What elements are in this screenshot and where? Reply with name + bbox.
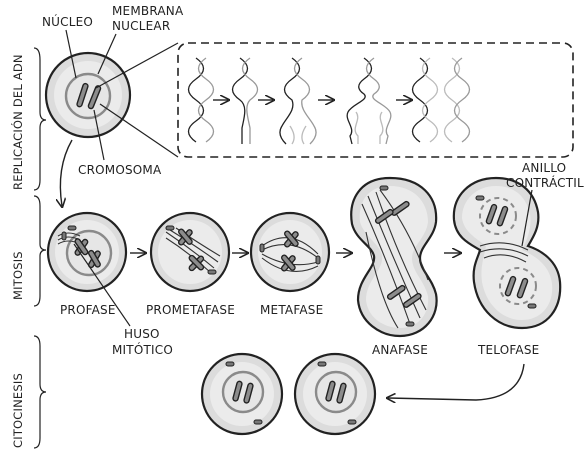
cell-telofase [452, 176, 562, 330]
daughter-cell-1 [200, 352, 284, 436]
label-metafase: METAFASE [260, 303, 323, 317]
cell-metafase [249, 211, 331, 293]
pointer-huso [73, 243, 131, 327]
initial-chromosome [76, 82, 89, 108]
pointer-cromosoma [93, 109, 105, 161]
initial-cell-nucleus [64, 72, 112, 120]
label-anillo-1: ANILLO [522, 161, 566, 175]
dna-helix-4 [346, 57, 392, 145]
cell-prometafase [149, 211, 231, 293]
dna-replication-box [177, 42, 574, 158]
label-huso-1: HUSO [124, 327, 160, 341]
label-telofase: TELOFASE [477, 343, 539, 357]
label-profase: PROFASE [60, 303, 116, 317]
label-prometafase: PROMETAFASE [146, 303, 235, 317]
section-label-replicacion: REPLICACIÓN DEL ADN [10, 54, 25, 190]
label-cromosoma: CROMOSOMA [78, 163, 162, 177]
label-anafase: ANAFASE [372, 343, 428, 357]
dna-helix-5b [443, 57, 471, 143]
label-membrana-2: NUCLEAR [112, 19, 170, 33]
section-replicacion: REPLICACIÓN DEL ADN [10, 47, 47, 191]
cell-profase [46, 211, 128, 293]
section-label-citocinesis: CITOCINESIS [11, 373, 25, 448]
initial-cell [44, 51, 132, 139]
pointer-membrana [97, 33, 117, 75]
bracket-mitosis [33, 195, 47, 307]
label-nucleo: NÚCLEO [42, 14, 93, 29]
dna-helix-3 [279, 57, 317, 145]
label-anillo-2: CONTRÁCTIL [506, 175, 584, 190]
section-citocinesis: CITOCINESIS [11, 335, 47, 449]
label-huso-2: MITÓTICO [112, 342, 173, 357]
section-mitosis: MITOSIS [11, 195, 47, 307]
dna-helix-1 [187, 57, 215, 143]
bracket-citocinesis [33, 335, 47, 449]
section-label-mitosis: MITOSIS [11, 251, 25, 300]
label-membrana-1: MEMBRANA [112, 4, 184, 18]
pointer-nucleo [65, 29, 77, 79]
pointer-anillo [521, 189, 533, 247]
bracket-replicacion [33, 47, 47, 191]
dna-helix-2 [231, 57, 259, 144]
daughter-cell-2 [293, 352, 377, 436]
cell-anafase [350, 176, 438, 338]
dna-helix-5a [411, 57, 439, 143]
